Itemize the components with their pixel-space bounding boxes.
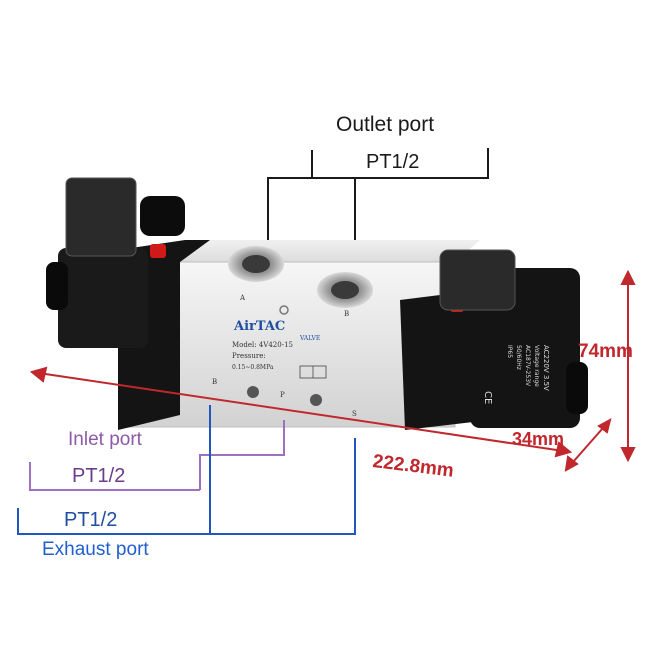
valve-body-top [120,240,480,262]
brand-logo: AirTAC [233,319,285,334]
height-dimension-line [620,269,636,463]
inlet-port-title: Inlet port [68,429,142,450]
coil-voltage: AC220V 3.5V [542,345,550,391]
port-b-top-mark: B [344,310,349,318]
height-dimension-label: 74mm [578,341,633,362]
pressure-label: Pressure: [232,352,266,360]
model-text: Model: 4V420-15 [232,341,293,349]
port-p-mark: P [280,391,285,399]
port-a-mark: A [239,294,246,302]
exhaust-bracket [17,405,356,535]
outlet-bracket [267,148,489,262]
port-b-bottom-mark: B [212,378,217,386]
left-connector-housing [65,177,137,257]
pressure-range: 0.15~0.8MPa [232,364,274,371]
inlet-port-size: PT1/2 [72,465,126,487]
right-end-cap [400,290,490,430]
mount-hole [279,305,289,315]
outlet-port-title: Outlet port [336,113,435,136]
left-solenoid-coil [58,248,148,348]
inlet-bracket [29,420,285,491]
left-manual-override [150,244,166,258]
length-dimension-line [29,366,573,458]
exhaust-port-title: Exhaust port [42,539,149,560]
port-a-hole [228,246,284,282]
depth-dimension-line [564,418,612,472]
left-knob [46,262,68,310]
front-hole-left [247,386,259,398]
left-cable-gland [140,196,185,236]
exhaust-port-size: PT1/2 [64,509,118,531]
outlet-port-size: PT1/2 [366,151,420,173]
port-s-mark: S [352,410,357,418]
right-connector-housing [439,249,516,311]
coil-range: AC187V-253V [524,345,531,387]
front-hole-right [310,394,322,406]
depth-dimension-label: 34mm [512,429,565,449]
coil-ip: IP65 [506,345,513,358]
right-knob [566,362,588,414]
coil-range-label: Voltage range [533,345,540,387]
valve-word: VALVE [299,335,320,342]
valve-symbol [299,365,327,379]
ce-mark: CE [482,391,493,404]
coil-frequency: 50/60Hz [515,345,522,370]
port-b-hole [317,272,373,308]
